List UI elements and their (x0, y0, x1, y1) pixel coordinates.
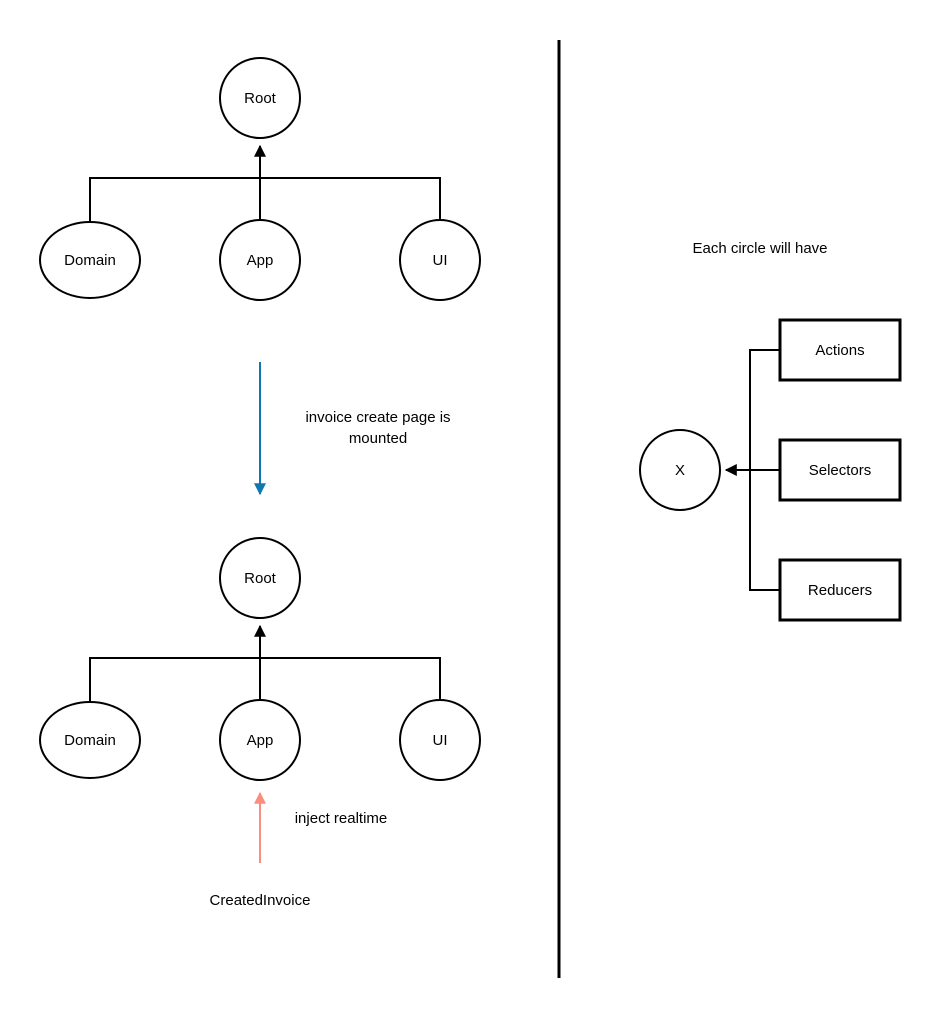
node-x[interactable]: X (639, 429, 721, 511)
node-domain-after-ellipse (39, 701, 141, 779)
part-box-selectors-rect (778, 438, 902, 502)
node-app-after-circle (219, 699, 301, 781)
mount-transition-label-line2: mounted (349, 430, 407, 447)
node-root-after-circle (219, 537, 301, 619)
node-ui-before[interactable]: UI (399, 219, 481, 301)
node-app-before-label: App (247, 252, 274, 269)
node-app-before[interactable]: App (219, 219, 301, 301)
mount-transition-label-line1: invoice create page is (305, 409, 450, 426)
right-panel-caption: Each circle will have (692, 240, 827, 257)
node-ui-after-label: UI (433, 732, 448, 749)
node-domain-after[interactable]: Domain (39, 701, 141, 779)
node-x-circle (639, 429, 721, 511)
part-box-actions-rect (778, 318, 902, 382)
part-box-reducers[interactable]: Reducers (778, 558, 902, 622)
node-x-label: X (675, 462, 685, 479)
node-domain-before[interactable]: Domain (39, 221, 141, 299)
node-app-after-label: App (247, 732, 274, 749)
node-ui-before-label: UI (433, 252, 448, 269)
node-created-invoice-label: CreatedInvoice (210, 892, 311, 909)
node-root-before-circle (219, 57, 301, 139)
part-box-selectors[interactable]: Selectors (778, 438, 902, 502)
before-tree-group: Root Domain App UI (39, 57, 481, 301)
inject-realtime-label: inject realtime (295, 810, 388, 827)
node-root-after[interactable]: Root (219, 537, 301, 619)
right-panel-group: Each circle will have X Actions Selector… (639, 240, 902, 622)
node-ui-after-circle (399, 699, 481, 781)
part-box-reducers-rect (778, 558, 902, 622)
part-box-reducers-label: Reducers (808, 582, 872, 599)
node-root-after-label: Root (244, 570, 277, 587)
part-box-actions[interactable]: Actions (778, 318, 902, 382)
node-created-invoice-ellipse (180, 863, 340, 937)
node-app-before-circle (219, 219, 301, 301)
mount-transition-group: invoice create page is mounted (254, 362, 451, 496)
node-domain-after-label: Domain (64, 732, 116, 749)
node-ui-before-circle (399, 219, 481, 301)
node-app-after[interactable]: App (219, 699, 301, 781)
part-box-selectors-label: Selectors (809, 462, 872, 479)
event-injection-group: inject realtime CreatedInvoice (180, 791, 388, 937)
node-root-before-label: Root (244, 90, 277, 107)
part-box-actions-label: Actions (815, 342, 864, 359)
node-ui-after[interactable]: UI (399, 699, 481, 781)
node-domain-before-ellipse (39, 221, 141, 299)
after-tree-group: Root Domain App UI (39, 537, 481, 781)
node-created-invoice[interactable]: CreatedInvoice (180, 863, 340, 937)
node-domain-before-label: Domain (64, 252, 116, 269)
node-root-before[interactable]: Root (219, 57, 301, 139)
